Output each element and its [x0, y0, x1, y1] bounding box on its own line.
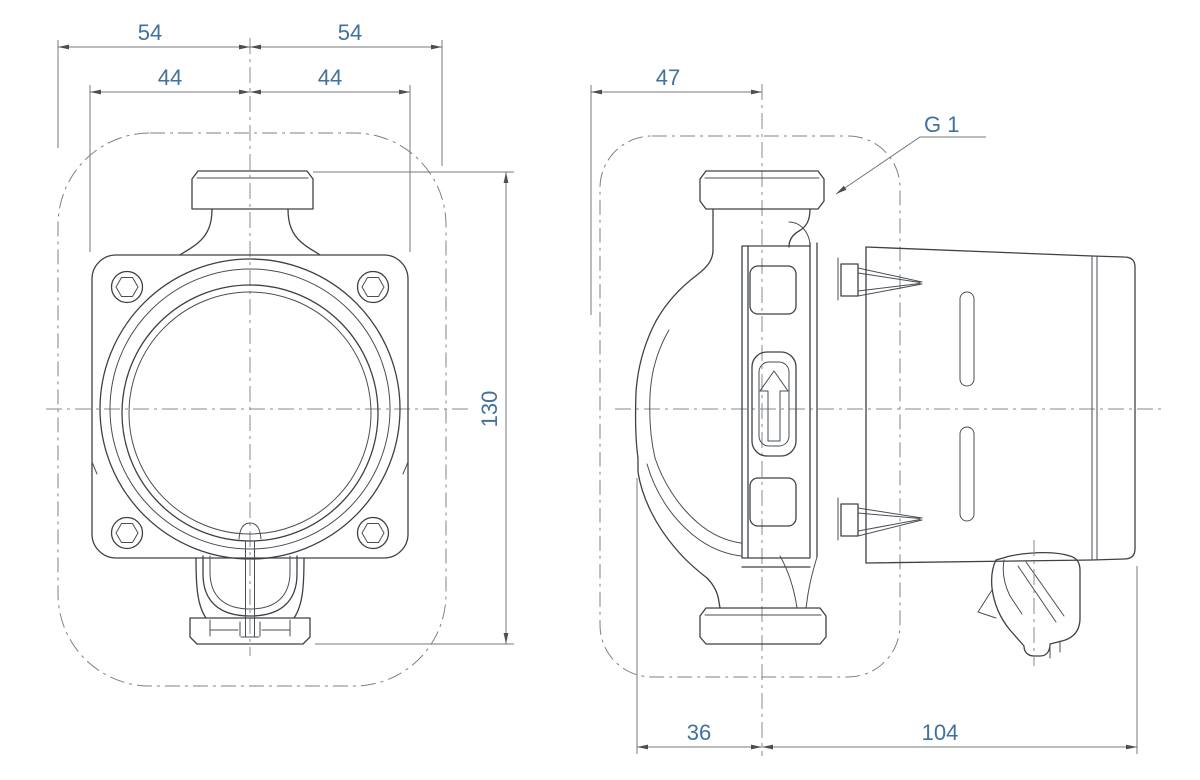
dim-side-bottom: 36 104 [636, 478, 1138, 754]
front-flange-bolts [110, 270, 390, 550]
housing-boss-top [749, 265, 797, 315]
center-rib [240, 541, 260, 638]
flange-rim-inner-circle [109, 268, 391, 550]
motor-slot-top [959, 291, 975, 387]
arrow-plate-inner [758, 361, 790, 447]
dim-label-44-left: 44 [158, 65, 182, 90]
dim-front-width-outer: 54 54 [57, 20, 443, 166]
dim-label-54-left: 54 [138, 20, 162, 45]
front-view: 54 54 44 44 130 [46, 20, 514, 687]
side-view: 47 G 1 36 104 [590, 65, 1162, 756]
dim-label-g1: G 1 [924, 112, 959, 137]
motor-slot-bottom [959, 426, 975, 522]
side-pump-housing [634, 242, 818, 609]
side-clamp-bolt-top [837, 257, 923, 301]
dim-label-47: 47 [656, 65, 680, 90]
front-centerlines [46, 38, 472, 656]
flange-side-step [91, 461, 409, 475]
dim-label-130: 130 [477, 391, 502, 428]
bolt-bottom-left [110, 516, 144, 550]
dim-front-height: 130 [313, 171, 514, 645]
thread-size-label: G 1 [835, 112, 986, 195]
stator-face-inner-circle [128, 291, 372, 535]
dim-label-54-right: 54 [338, 20, 362, 45]
front-phantom-outline [57, 132, 447, 687]
stator-face-outer-circle [121, 284, 379, 542]
front-flange-plate [91, 254, 409, 560]
dim-label-44-right: 44 [318, 65, 342, 90]
bolt-bottom-right [356, 516, 390, 550]
bolt-top-left [110, 270, 144, 304]
side-terminal-plug [977, 540, 1081, 666]
bottom-key-notch [238, 522, 262, 540]
front-bottom-port [189, 541, 311, 645]
bottom-union-nut [189, 617, 311, 645]
side-motor-housing [865, 246, 1136, 564]
side-centerlines [615, 84, 1162, 756]
dim-label-104: 104 [922, 720, 959, 745]
neck-shoulder [788, 221, 811, 244]
front-top-port [179, 170, 321, 256]
dim-label-36: 36 [687, 720, 711, 745]
flow-direction-arrow-icon [759, 370, 789, 442]
bolt-top-right [356, 270, 390, 304]
housing-boss-bottom [749, 477, 797, 527]
side-top-port [655, 170, 825, 322]
side-clamp-bolt-bottom [837, 497, 923, 541]
side-phantom-outline [599, 135, 901, 678]
flange-rim-outer-circle [99, 258, 401, 560]
dim-side-top: 47 [590, 65, 762, 315]
dim-front-width-inner: 44 44 [89, 65, 411, 252]
side-bottom-port [699, 607, 827, 645]
arrow-plate-outer [751, 351, 797, 457]
